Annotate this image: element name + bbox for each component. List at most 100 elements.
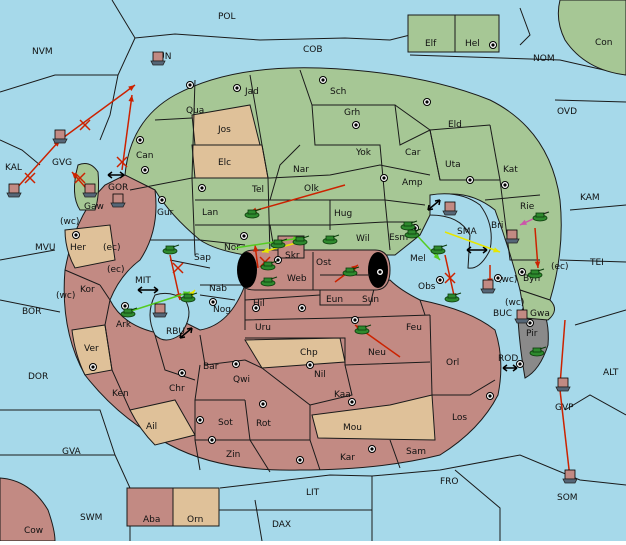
region-cow[interactable] bbox=[0, 477, 56, 542]
fleet-unit[interactable] bbox=[562, 469, 578, 484]
label-nar: Nar bbox=[293, 165, 309, 175]
region-orn[interactable] bbox=[172, 487, 220, 527]
label-los: Los bbox=[452, 413, 467, 423]
label-wil: Wil bbox=[356, 234, 370, 244]
label-hil: Hil bbox=[253, 299, 265, 309]
label-nil: Nil bbox=[314, 370, 326, 380]
label-pir: Pir bbox=[526, 329, 538, 339]
supply-center-icon bbox=[296, 456, 304, 464]
label-jos: Jos bbox=[217, 125, 231, 135]
label-dax: DAX bbox=[272, 520, 291, 530]
label-gvg: GVG bbox=[52, 158, 72, 168]
army-unit[interactable] bbox=[260, 276, 278, 287]
supply-center-icon bbox=[486, 392, 494, 400]
army-unit[interactable] bbox=[260, 260, 278, 271]
fleet-unit[interactable] bbox=[82, 183, 98, 198]
fleet-unit[interactable] bbox=[514, 309, 530, 324]
label-fro: FRO bbox=[440, 477, 459, 487]
coast-label-2: (ec) bbox=[103, 243, 121, 253]
region-ail[interactable] bbox=[129, 399, 196, 446]
label-eld: Eld bbox=[448, 120, 462, 130]
army-unit[interactable] bbox=[120, 307, 138, 318]
army-unit[interactable] bbox=[342, 266, 360, 277]
army-unit[interactable] bbox=[244, 208, 262, 219]
coast-label-3: (wc) bbox=[56, 291, 75, 301]
label-neu: Neu bbox=[368, 348, 386, 358]
label-bor: BOR bbox=[22, 307, 41, 317]
supply-center-icon bbox=[186, 81, 194, 89]
failed-order-marker bbox=[24, 172, 36, 184]
fleet-unit[interactable] bbox=[150, 51, 166, 66]
label-eun: Eun bbox=[326, 295, 343, 305]
supply-center-icon bbox=[348, 398, 356, 406]
failed-order-marker bbox=[172, 262, 184, 274]
fleet-unit[interactable] bbox=[110, 193, 126, 208]
supply-center-icon bbox=[319, 76, 327, 84]
region-elf[interactable] bbox=[407, 14, 456, 53]
army-unit[interactable] bbox=[180, 292, 198, 303]
fleet-unit[interactable] bbox=[480, 279, 496, 294]
army-unit[interactable] bbox=[444, 292, 462, 303]
label-bri: Bri bbox=[491, 221, 503, 231]
supply-center-icon bbox=[121, 302, 129, 310]
coast-label-1: (wc) bbox=[60, 217, 79, 227]
label-gwa: Gwa bbox=[530, 309, 550, 319]
army-unit[interactable] bbox=[532, 211, 550, 222]
label-ver: Ver bbox=[84, 344, 99, 354]
order-move-arrow bbox=[534, 227, 541, 269]
fleet-unit[interactable] bbox=[6, 183, 22, 198]
supply-center-icon bbox=[501, 181, 509, 189]
label-gaw: Gaw bbox=[84, 202, 104, 212]
army-unit[interactable] bbox=[322, 234, 340, 245]
army-unit[interactable] bbox=[292, 235, 310, 246]
units-layer bbox=[6, 51, 578, 484]
land-borders bbox=[64, 69, 541, 473]
supply-center-icon bbox=[489, 41, 497, 49]
failed-order-marker bbox=[74, 172, 86, 184]
label-qua: Qua bbox=[186, 106, 204, 116]
fleet-unit[interactable] bbox=[442, 201, 458, 216]
label-skr: Skr bbox=[285, 251, 300, 261]
label-alt: ALT bbox=[603, 368, 619, 378]
label-lit: LIT bbox=[306, 488, 320, 498]
lake-west bbox=[237, 252, 257, 288]
army-unit[interactable] bbox=[400, 220, 418, 231]
region-labels: POL NVM FUN COB NOM OVD KAL KAM MVU TEI … bbox=[5, 12, 619, 536]
label-pol: POL bbox=[218, 12, 236, 22]
army-unit[interactable] bbox=[529, 346, 547, 357]
label-sot: Sot bbox=[218, 418, 233, 428]
army-unit[interactable] bbox=[527, 268, 545, 279]
label-uta: Uta bbox=[445, 160, 461, 170]
label-buc: BUC bbox=[493, 309, 512, 319]
label-yok: Yok bbox=[355, 148, 372, 158]
label-jad: Jad bbox=[244, 87, 259, 97]
order-support-arrow bbox=[444, 231, 501, 253]
label-nog: Nog bbox=[213, 305, 231, 315]
army-unit[interactable] bbox=[430, 244, 448, 255]
region-ver[interactable] bbox=[71, 324, 113, 376]
label-sam: Sam bbox=[406, 447, 426, 457]
region-con[interactable] bbox=[557, 0, 626, 76]
label-qwi: Qwi bbox=[233, 375, 250, 385]
army-unit[interactable] bbox=[354, 324, 372, 335]
region-mou[interactable] bbox=[311, 394, 436, 441]
label-tel: Tel bbox=[251, 185, 264, 195]
label-rod: ROD bbox=[498, 354, 518, 364]
fleet-unit[interactable] bbox=[504, 229, 520, 244]
label-esm: Esm bbox=[389, 233, 408, 243]
failed-order-marker bbox=[444, 272, 456, 284]
region-chp[interactable] bbox=[244, 337, 346, 369]
army-unit[interactable] bbox=[404, 228, 422, 239]
supply-center-icon bbox=[259, 400, 267, 408]
army-unit[interactable] bbox=[162, 244, 180, 255]
army-unit[interactable] bbox=[270, 238, 288, 249]
label-grh: Grh bbox=[344, 108, 360, 118]
label-rot: Rot bbox=[256, 419, 271, 429]
order-move-arrow bbox=[59, 84, 136, 141]
fleet-unit[interactable] bbox=[555, 377, 571, 392]
fleet-unit[interactable] bbox=[152, 303, 168, 318]
label-chr: Chr bbox=[169, 384, 185, 394]
fleet-unit[interactable] bbox=[52, 129, 68, 144]
region-gwa[interactable] bbox=[519, 289, 555, 321]
